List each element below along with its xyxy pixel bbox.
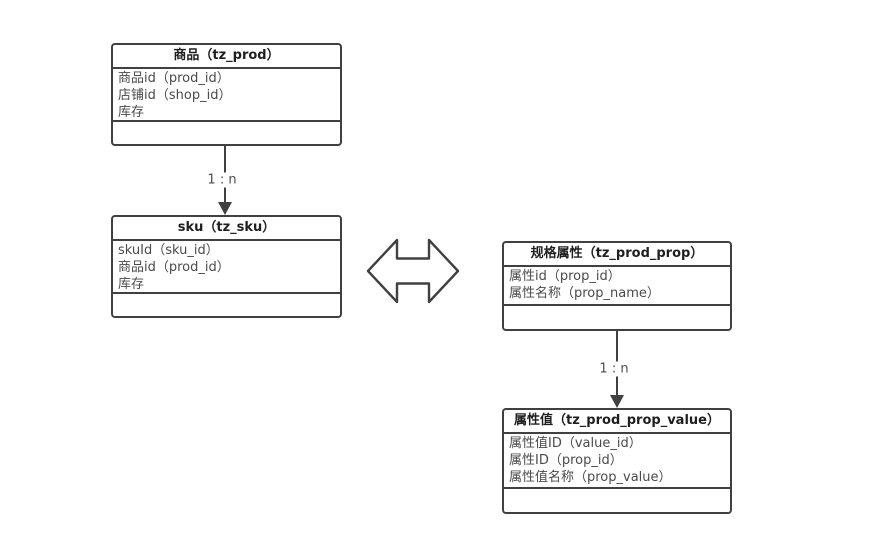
entity-sku-field-sku-id: skuId（sku_id） (118, 243, 219, 258)
entity-sku-title: sku（tz_sku） (113, 217, 340, 241)
connector-prop-propvalue-label: 1 : n (596, 361, 632, 377)
connector-prop-propvalue-arrowhead-icon (610, 395, 624, 408)
entity-prod-prop-fields: 属性id（prop_id） 属性名称（prop_name） (504, 267, 730, 306)
entity-prod-field-prod-id: 商品id（prod_id） (118, 71, 230, 86)
entity-prod-fields: 商品id（prod_id） 店铺id（shop_id） 库存 (113, 69, 340, 122)
entity-prod-field-stock: 库存 (118, 105, 145, 120)
double-horizontal-arrow-icon (366, 238, 460, 304)
entity-prod-prop-value-field-prop-value: 属性值名称（prop_value） (509, 470, 672, 485)
entity-prod-field-shop-id: 店铺id（shop_id） (118, 88, 232, 103)
connector-prod-sku-label: 1 : n (204, 172, 240, 188)
entity-prod-prop-field-prop-id: 属性id（prop_id） (509, 269, 621, 284)
entity-sku-fields: skuId（sku_id） 商品id（prod_id） 库存 (113, 241, 340, 294)
entity-prod-prop-value-fields: 属性值ID（value_id） 属性ID（prop_id） 属性值名称（prop… (504, 434, 730, 489)
connector-prod-sku-arrowhead-icon (218, 202, 232, 215)
entity-sku: sku（tz_sku） skuId（sku_id） 商品id（prod_id） … (111, 215, 342, 318)
entity-prod-prop-value: 属性值（tz_prod_prop_value） 属性值ID（value_id） … (502, 408, 732, 514)
entity-sku-field-stock: 库存 (118, 277, 145, 292)
entity-prod-prop-value-field-value-id: 属性值ID（value_id） (509, 436, 642, 451)
entity-prod-prop: 规格属性（tz_prod_prop） 属性id（prop_id） 属性名称（pr… (502, 241, 732, 331)
entity-prod-prop-title: 规格属性（tz_prod_prop） (504, 243, 730, 267)
entity-sku-field-prod-id: 商品id（prod_id） (118, 260, 230, 275)
entity-prod-prop-value-title: 属性值（tz_prod_prop_value） (504, 410, 730, 434)
entity-prod-title: 商品（tz_prod） (113, 45, 340, 69)
entity-prod: 商品（tz_prod） 商品id（prod_id） 店铺id（shop_id） … (111, 43, 342, 146)
entity-prod-prop-value-field-prop-id: 属性ID（prop_id） (509, 453, 623, 468)
entity-prod-prop-field-prop-name: 属性名称（prop_name） (509, 286, 660, 301)
